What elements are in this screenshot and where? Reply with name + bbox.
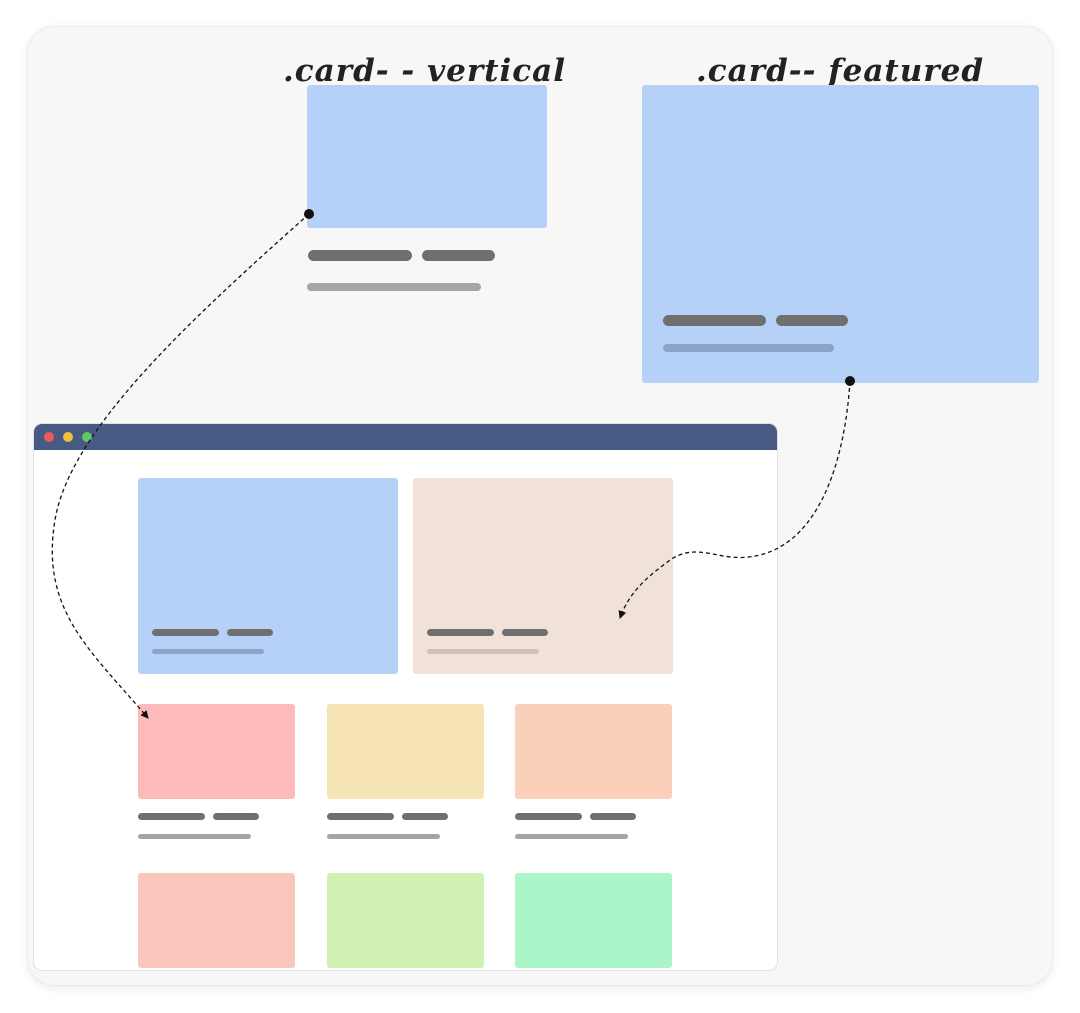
featured-card-peach	[413, 478, 673, 674]
vertical-card-salmon	[138, 873, 295, 968]
card-vertical-title-bar	[422, 250, 495, 261]
card-vertical-title-bar	[308, 250, 412, 261]
maximize-dot[interactable]	[82, 432, 92, 442]
vertical-card-meta-bar	[138, 834, 251, 839]
featured-card-title-bar	[502, 629, 548, 636]
vertical-card-lime	[327, 873, 484, 968]
card-featured-title-bar	[776, 315, 848, 326]
vertical-card-mint	[515, 873, 672, 968]
featured-card-title-bar	[152, 629, 219, 636]
card-featured	[642, 85, 1039, 383]
vertical-card-title-bar	[138, 813, 205, 820]
close-dot[interactable]	[44, 432, 54, 442]
vertical-card-orange	[515, 704, 672, 799]
vertical-card-title-bar	[327, 813, 394, 820]
arrow-vertical-to-grid	[51, 213, 310, 719]
vertical-card-title-bar	[402, 813, 448, 820]
label-card-vertical: .card- - vertical	[283, 53, 566, 89]
featured-card-meta-bar	[152, 649, 264, 654]
vertical-card-title-bar	[590, 813, 636, 820]
vertical-card-title-bar	[515, 813, 582, 820]
featured-card-title-bar	[427, 629, 494, 636]
featured-card-blue	[138, 478, 398, 674]
browser-window	[33, 423, 778, 971]
vertical-card-title-bar	[213, 813, 259, 820]
card-featured-title-bar	[663, 315, 766, 326]
browser-titlebar	[34, 424, 777, 450]
featured-card-title-bar	[227, 629, 273, 636]
arrow-featured-to-grid	[618, 380, 851, 619]
vertical-card-meta-bar	[327, 834, 440, 839]
featured-card-meta-bar	[427, 649, 539, 654]
vertical-card-yellow	[327, 704, 484, 799]
vertical-card-meta-bar	[515, 834, 628, 839]
label-card-featured: .card-- featured	[696, 53, 985, 89]
card-vertical-media	[307, 85, 547, 228]
card-featured-meta-bar	[663, 344, 834, 352]
minimize-dot[interactable]	[63, 432, 73, 442]
vertical-card-pink	[138, 704, 295, 799]
card-vertical-meta-bar	[307, 283, 481, 291]
